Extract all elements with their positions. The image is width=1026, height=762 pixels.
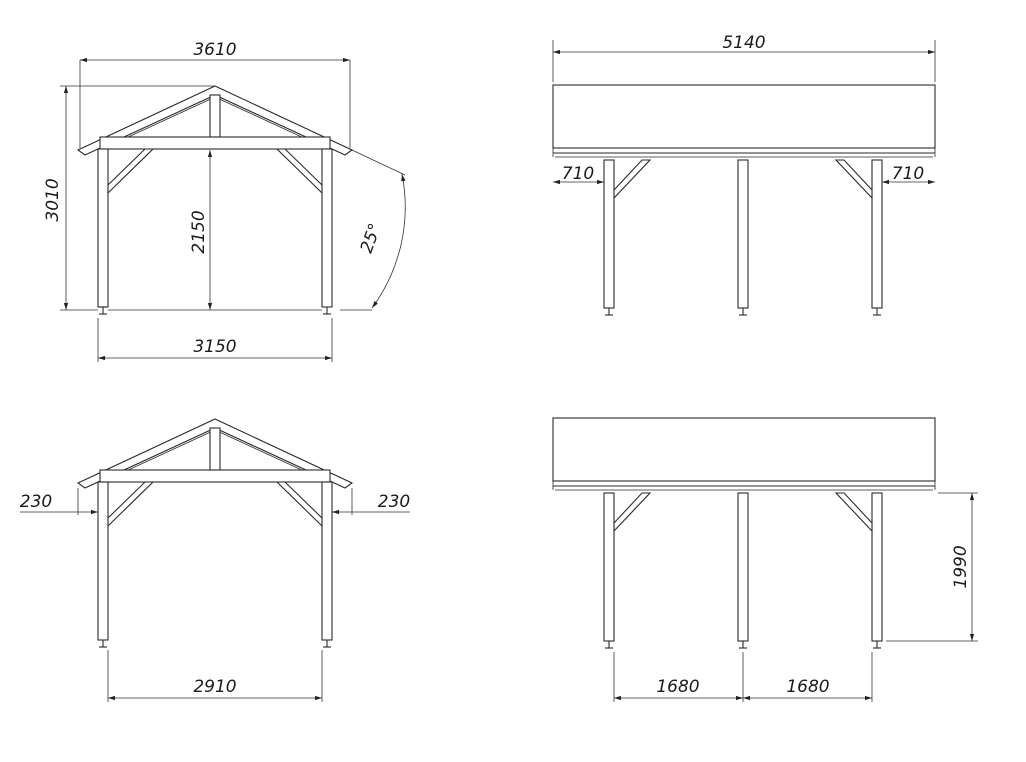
tie-beam-bottom xyxy=(99,469,331,483)
dim-overhang-left: 710 xyxy=(562,164,594,184)
brace-left-bottom xyxy=(107,481,155,528)
tie-beam xyxy=(99,136,331,150)
post-right xyxy=(321,148,333,308)
dim-roof-pitch: 25° xyxy=(357,221,386,256)
brace-left xyxy=(107,148,155,195)
dim-bay-left: 1680 xyxy=(656,677,699,697)
dim-overall-width: 3610 xyxy=(193,40,236,60)
post-right-bottom xyxy=(321,481,333,641)
post-side-1 xyxy=(603,159,615,309)
post-side-bottom-2 xyxy=(737,492,749,642)
brace-right xyxy=(275,148,323,195)
dim-post-height: 1990 xyxy=(951,545,971,588)
post-side-2 xyxy=(737,159,749,309)
post-side-3 xyxy=(871,159,883,309)
dim-clear-height: 2150 xyxy=(189,210,209,253)
dim-post-span: 3150 xyxy=(193,337,236,357)
side-view-bottom: 1990 1680 1680 xyxy=(552,417,978,702)
king-post xyxy=(209,94,221,138)
dim-bay-right: 1680 xyxy=(786,677,829,697)
dim-total-height: 3010 xyxy=(43,178,63,221)
king-post-bottom xyxy=(209,427,221,471)
front-view-bottom: 230 230 2910 xyxy=(20,418,410,702)
front-view-top: 3610 3010 2150 3150 25° xyxy=(43,40,406,362)
post-left xyxy=(97,148,109,308)
roof-side-bottom xyxy=(552,417,936,482)
brace-side-left xyxy=(613,159,652,200)
post-left-bottom xyxy=(97,481,109,641)
roof-panels-bottom xyxy=(76,418,354,489)
brace-right-bottom xyxy=(275,481,323,528)
side-view-top: 5140 710 710 xyxy=(552,33,936,316)
roof-side xyxy=(552,84,936,149)
post-side-bottom-3 xyxy=(871,492,883,642)
brace-side-right xyxy=(834,159,873,200)
dim-overhang-right: 710 xyxy=(892,164,924,184)
dim-offset-right: 230 xyxy=(378,492,410,512)
post-side-bottom-1 xyxy=(603,492,615,642)
dim-overall-length: 5140 xyxy=(722,33,765,53)
dim-offset-left: 230 xyxy=(20,492,52,512)
brace-side-bottom-right xyxy=(834,492,873,533)
dim-inner-span: 2910 xyxy=(193,677,236,697)
brace-side-bottom-left xyxy=(613,492,652,533)
